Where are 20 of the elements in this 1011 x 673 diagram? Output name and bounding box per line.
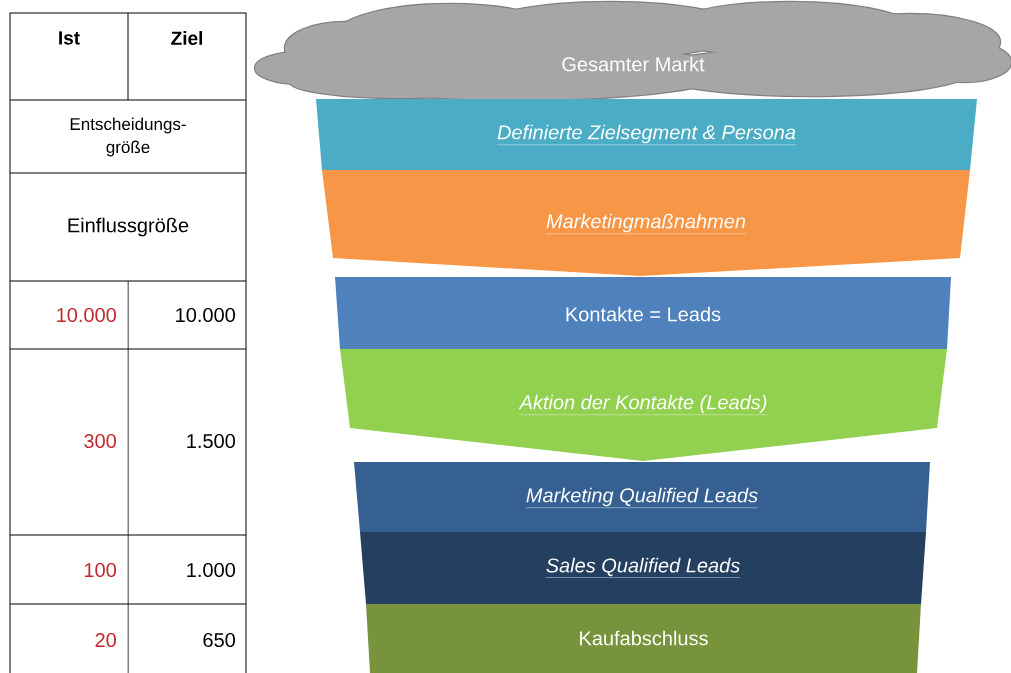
cloud: Gesamter Markt bbox=[253, 0, 1011, 102]
table-value: 10.000 bbox=[57, 307, 116, 323]
funnel-band: Kontakte = Leads bbox=[335, 277, 951, 349]
funnel-band: Aktion der Kontakte (Leads) bbox=[340, 349, 947, 461]
funnel-band: Definierte Zielsegment & Persona bbox=[316, 99, 977, 170]
funnel-band: Kaufabschluss bbox=[366, 604, 921, 673]
column-header: Ziel bbox=[171, 31, 203, 45]
funnel-band: Marketing Qualified Leads bbox=[354, 462, 930, 532]
table-value: 1.000 bbox=[187, 562, 235, 578]
row-header: Einflussgröße bbox=[68, 217, 189, 237]
column-header: Ist bbox=[59, 31, 80, 45]
table-value: 1.500 bbox=[187, 433, 235, 449]
table-value: 300 bbox=[84, 433, 116, 449]
table-value: 100 bbox=[84, 562, 116, 578]
funnel-band: Marketingmaßnahmen bbox=[322, 170, 970, 276]
table-value: 650 bbox=[203, 632, 235, 648]
funnel-band: Sales Qualified Leads bbox=[360, 532, 926, 604]
row-header: Entscheidungs- größe bbox=[70, 117, 186, 157]
table-value: 20 bbox=[95, 632, 116, 648]
table-value: 10.000 bbox=[176, 307, 235, 323]
